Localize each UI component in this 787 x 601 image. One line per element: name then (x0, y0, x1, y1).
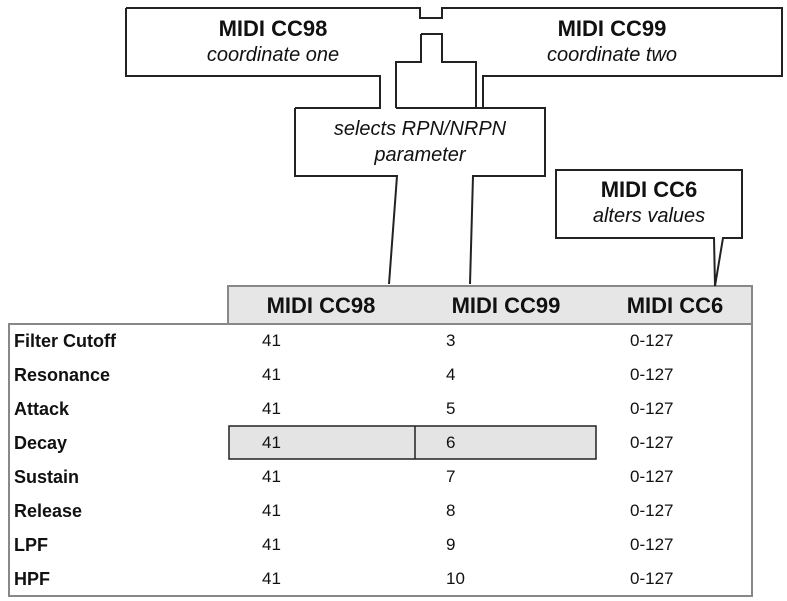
callout-cc98-title: MIDI CC98 (218, 16, 328, 41)
cc6-value: 0-127 (630, 467, 674, 486)
cc6-value: 0-127 (630, 433, 674, 452)
callout-selects-line2: parameter (374, 144, 466, 166)
cc98-value: 41 (262, 399, 281, 418)
callout-cc99: MIDI CC99 coordinate two (442, 16, 782, 68)
table-row: Release 41 8 0-127 (0, 494, 787, 528)
table-row: Resonance 41 4 0-127 (0, 358, 787, 392)
cc99-value: 4 (446, 365, 456, 384)
param-name: Attack (14, 399, 70, 419)
param-name: Filter Cutoff (14, 331, 116, 351)
cc99-value: 8 (446, 501, 456, 520)
callout-cc6: MIDI CC6 alters values (556, 177, 742, 229)
callout-cc6-subtitle: alters values (592, 205, 706, 227)
cc98-value: 41 (262, 535, 281, 554)
cc6-value: 0-127 (630, 331, 674, 350)
table-row: Attack 41 5 0-127 (0, 392, 787, 426)
cc99-value: 6 (446, 433, 456, 452)
callout-cc98-subtitle: coordinate one (206, 44, 340, 66)
callout-selects-line1: selects RPN/NRPN (333, 118, 507, 140)
cc6-value: 0-127 (630, 399, 674, 418)
param-name: HPF (14, 569, 50, 589)
cc98-value: 41 (262, 467, 281, 486)
table-row: Sustain 41 7 0-127 (0, 460, 787, 494)
table-row-highlighted: Decay 41 6 0-127 (0, 426, 787, 460)
header-cc99: MIDI CC99 (451, 293, 561, 318)
param-name: Release (14, 501, 83, 521)
callout-cc99-subtitle: coordinate two (546, 44, 678, 66)
header-cc98: MIDI CC98 (266, 293, 376, 318)
cc6-value: 0-127 (630, 569, 674, 588)
cc6-value: 0-127 (630, 501, 674, 520)
callout-selects: selects RPN/NRPN parameter (295, 116, 545, 168)
cc98-value: 41 (262, 569, 281, 588)
param-name: Sustain (14, 467, 80, 487)
cc99-value: 9 (446, 535, 456, 554)
cc98-value: 41 (262, 331, 281, 350)
cc98-value: 41 (262, 365, 281, 384)
cc99-value: 10 (446, 569, 465, 588)
decay-highlight (228, 425, 597, 460)
cc99-value: 3 (446, 331, 456, 350)
callout-cc6-title: MIDI CC6 (600, 177, 698, 202)
cc6-value: 0-127 (630, 365, 674, 384)
cc6-value: 0-127 (630, 535, 674, 554)
cc98-value: 41 (262, 433, 281, 452)
cc99-value: 7 (446, 467, 456, 486)
header-cc6: MIDI CC6 (626, 293, 724, 318)
table-row: LPF 41 9 0-127 (0, 528, 787, 562)
cc98-value: 41 (262, 501, 281, 520)
callout-cc99-title: MIDI CC99 (557, 16, 667, 41)
param-name: Decay (14, 433, 68, 453)
callout-cc98: MIDI CC98 coordinate one (126, 16, 420, 68)
table-outline (8, 323, 753, 597)
table-row: HPF 41 10 0-127 (0, 562, 787, 596)
param-name: Resonance (14, 365, 111, 385)
param-name: LPF (14, 535, 48, 555)
cc99-value: 5 (446, 399, 456, 418)
table-row: Filter Cutoff 41 3 0-127 (0, 324, 787, 358)
